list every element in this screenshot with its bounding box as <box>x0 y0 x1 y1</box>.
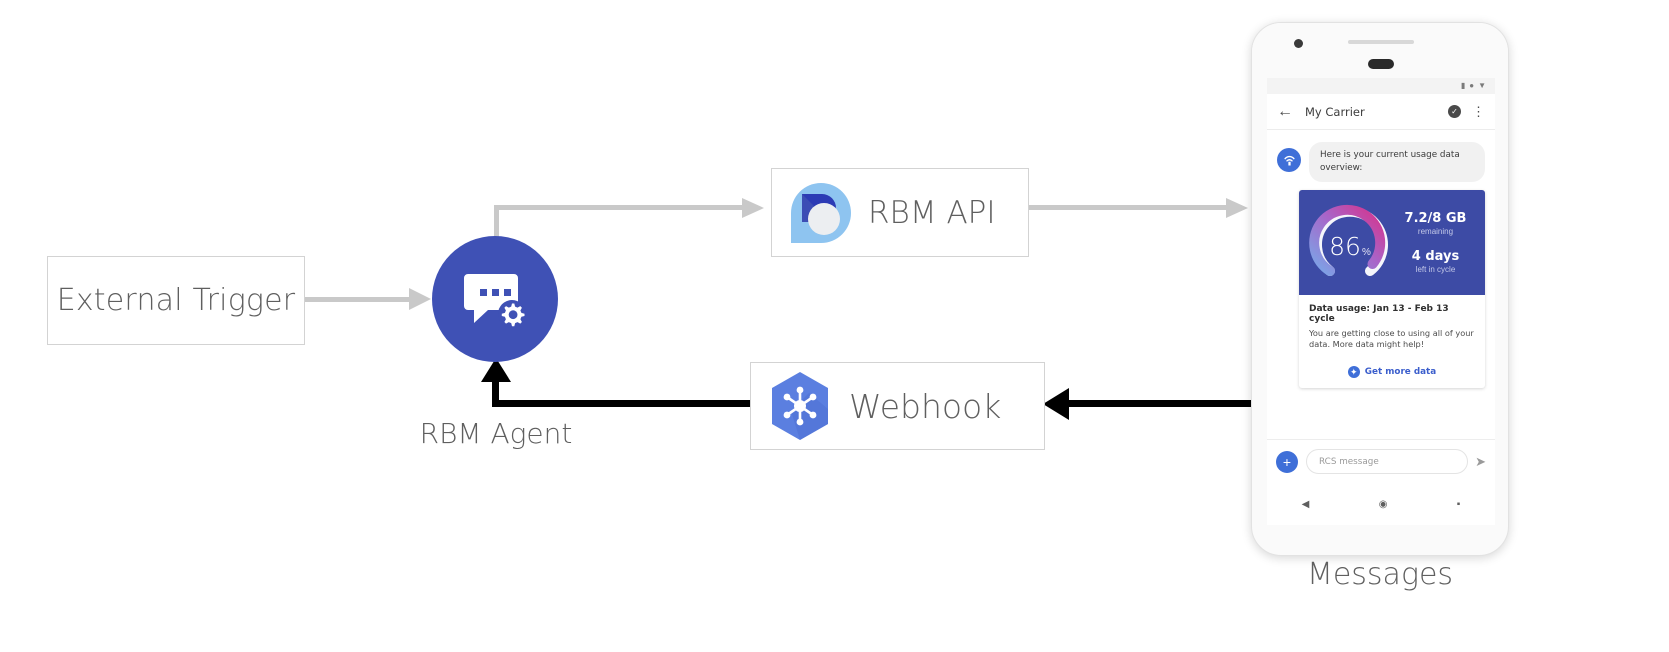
messages-label: Messages <box>1306 557 1454 592</box>
verified-shield-icon[interactable]: ✓ <box>1448 105 1461 118</box>
connector-webhook-up <box>492 378 499 406</box>
rbm-api-logo-icon <box>791 182 851 243</box>
arrowhead-trigger-to-agent <box>409 288 431 310</box>
signal-icon: ▮ <box>1460 81 1466 90</box>
arrowhead-messages-to-webhook <box>1043 388 1069 420</box>
external-trigger-label: External Trigger <box>56 283 296 318</box>
node-webhook[interactable]: Webhook <box>750 362 1045 450</box>
gauge-unit: % <box>1361 247 1371 258</box>
earpiece-speaker <box>1348 40 1414 44</box>
globe-icon: ✦ <box>1347 366 1360 379</box>
connector-messages-to-webhook <box>1067 400 1257 407</box>
nav-recents-icon[interactable]: ▪ <box>1456 498 1461 510</box>
rcs-message-placeholder: RCS message <box>1319 456 1379 467</box>
stat-1-value: 7.2/8 GB <box>1404 210 1467 226</box>
nav-back-icon[interactable]: ◀ <box>1301 498 1310 510</box>
chat-gear-icon <box>464 274 526 328</box>
usage-gauge: 86 % <box>1308 200 1392 284</box>
arrowhead-agent-to-api <box>742 198 764 218</box>
card-title: Data usage: Jan 13 - Feb 13 cycle <box>1309 303 1449 324</box>
gauge-center: 86 % <box>1308 200 1392 284</box>
plus-icon[interactable]: + <box>1276 450 1298 473</box>
overflow-menu-icon[interactable]: ⋮ <box>1472 103 1485 119</box>
card-hero: 86 % 7.2/8 GB remaining 4 days lef <box>1299 189 1485 295</box>
status-bar: ▮ ● ▼ <box>1267 78 1495 94</box>
rcs-message-input[interactable]: RCS message <box>1306 449 1469 474</box>
sensor-notch <box>1368 59 1394 69</box>
arrowhead-api-to-messages <box>1226 198 1248 218</box>
card-stats: 7.2/8 GB remaining 4 days left in cycle <box>1392 211 1485 274</box>
wifi-icon: ● <box>1469 81 1475 90</box>
rbm-agent-label: RBM Agent <box>419 417 573 450</box>
card-body: Data usage: Jan 13 - Feb 13 cycle You ar… <box>1299 295 1485 358</box>
connector-agent-up <box>494 205 499 265</box>
stat-1-label: remaining <box>1417 226 1454 236</box>
gauge-ring-icon <box>1309 204 1388 276</box>
antenna-glyph-icon <box>1283 155 1295 165</box>
connector-webhook-to-agent <box>492 400 754 407</box>
front-camera-icon <box>1294 39 1303 48</box>
stat-2-label: left in cycle <box>1415 264 1456 274</box>
gauge-value: 86 <box>1329 232 1361 261</box>
stat-block-1: 7.2/8 GB remaining <box>1392 211 1479 236</box>
connector-agent-to-api <box>494 205 744 210</box>
app-bar: ← My Carrier ✓ ⋮ <box>1267 94 1495 130</box>
node-rbm-agent[interactable] <box>432 236 558 362</box>
node-external-trigger[interactable]: External Trigger <box>47 256 305 345</box>
message-row: Here is your current usage data overview… <box>1267 142 1495 182</box>
conversation-area: Here is your current usage data overview… <box>1267 130 1495 460</box>
connector-api-to-messages <box>1029 205 1229 210</box>
webhook-hexagon-icon <box>772 372 828 440</box>
nav-home-icon[interactable]: ◉ <box>1378 498 1388 510</box>
card-description: You are getting close to using all of yo… <box>1309 327 1474 350</box>
carrier-antenna-icon <box>1277 148 1301 172</box>
message-composer: + RCS message ➤ <box>1267 439 1495 483</box>
stat-block-2: 4 days left in cycle <box>1392 249 1479 274</box>
send-icon[interactable]: ➤ <box>1475 453 1486 469</box>
stat-2-value: 4 days <box>1411 248 1460 264</box>
connector-trigger-to-agent <box>305 297 417 302</box>
rich-card[interactable]: 86 % 7.2/8 GB remaining 4 days lef <box>1299 189 1485 389</box>
battery-icon: ▼ <box>1478 81 1486 90</box>
get-more-data-label: Get more data <box>1364 367 1437 378</box>
arrowhead-webhook-to-agent <box>481 358 511 382</box>
get-more-data-button[interactable]: ✦ Get more data <box>1299 357 1485 388</box>
phone-top-bezel <box>1252 23 1508 87</box>
back-arrow-icon[interactable]: ← <box>1277 102 1293 120</box>
phone-screen: ▮ ● ▼ ← My Carrier ✓ ⋮ <box>1267 78 1495 525</box>
android-nav-bar: ◀ ◉ ▪ <box>1267 483 1495 525</box>
node-rbm-api[interactable]: RBM API <box>771 168 1029 257</box>
message-bubble: Here is your current usage data overview… <box>1309 142 1485 182</box>
phone-device: ▮ ● ▼ ← My Carrier ✓ ⋮ <box>1251 22 1509 556</box>
app-title: My Carrier <box>1305 104 1365 119</box>
rbm-api-label: RBM API <box>868 194 996 231</box>
webhook-label: Webhook <box>849 386 1002 426</box>
